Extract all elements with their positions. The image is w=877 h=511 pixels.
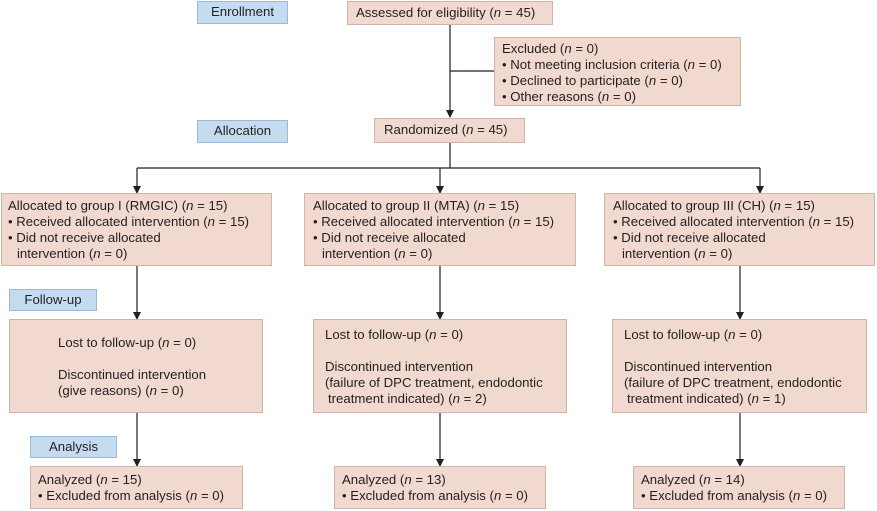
assessed-text: Assessed for eligibility (n = 45) [356,5,536,20]
excluded-item: • Declined to participate (n = 0) [502,73,683,88]
alloc-not-received: • Did not receive allocated [613,230,766,245]
stage-allocation: Allocation [197,120,288,143]
alloc-not-received: • Did not receive allocated [8,230,161,245]
alloc-received: • Received allocated intervention (n = 1… [613,214,855,229]
excluded-title: Excluded (n = 0) [502,41,599,56]
alloc-not-received-count: intervention (n = 0) [17,246,128,261]
group3-allocation-box: Allocated to group III (CH) (n = 15) • R… [604,193,875,266]
discontinued-detail: treatment indicated) (n = 1) [627,391,786,406]
analyzed-count: Analyzed (n = 13) [342,472,446,487]
stage-allocation-label: Allocation [213,123,272,138]
alloc-title: Allocated to group I (RMGIC) (n = 15) [8,198,228,213]
lost-to-followup: Lost to follow-up (n = 0) [325,327,464,342]
group3-followup-box: Lost to follow-up (n = 0) Discontinued i… [612,319,867,413]
stage-enrollment-label: Enrollment [210,4,275,19]
group2-followup-box: Lost to follow-up (n = 0) Discontinued i… [313,319,567,413]
excluded-from-analysis: • Excluded from analysis (n = 0) [38,488,225,503]
group1-analysis-box: Analyzed (n = 15) • Excluded from analys… [30,466,243,509]
randomized-text: Randomized (n = 45) [384,122,508,137]
excluded-from-analysis: • Excluded from analysis (n = 0) [342,488,529,503]
alloc-received: • Received allocated intervention (n = 1… [8,214,250,229]
stage-analysis-label: Analysis [48,439,99,454]
stage-enrollment: Enrollment [197,1,288,24]
alloc-not-received-count: intervention (n = 0) [622,246,733,261]
lost-to-followup: Lost to follow-up (n = 0) [58,335,197,350]
discontinued-detail: (give reasons) (n = 0) [58,383,184,398]
alloc-not-received: • Did not receive allocated [313,230,466,245]
lost-to-followup: Lost to follow-up (n = 0) [624,327,763,342]
discontinued-title: Discontinued intervention [58,367,207,382]
alloc-not-received-count: intervention (n = 0) [322,246,433,261]
excluded-box: Excluded (n = 0) • Not meeting inclusion… [494,37,741,106]
assessed-box: Assessed for eligibility (n = 45) [347,1,553,25]
stage-followup: Follow-up [9,289,97,311]
group1-allocation-box: Allocated to group I (RMGIC) (n = 15) • … [1,193,272,266]
group2-allocation-box: Allocated to group II (MTA) (n = 15) • R… [304,193,576,266]
excluded-item: • Other reasons (n = 0) [502,89,637,104]
discontinued-reason: (failure of DPC treatment, endodontic [325,375,543,390]
alloc-title: Allocated to group III (CH) (n = 15) [613,198,815,213]
discontinued-title: Discontinued intervention [325,359,474,374]
discontinued-detail: treatment indicated) (n = 2) [328,391,487,406]
analyzed-count: Analyzed (n = 15) [38,472,142,487]
group2-analysis-box: Analyzed (n = 13) • Excluded from analys… [334,466,546,509]
alloc-title: Allocated to group II (MTA) (n = 15) [313,198,520,213]
stage-analysis: Analysis [30,436,117,458]
group1-followup-box: Lost to follow-up (n = 0) Discontinued i… [9,319,263,413]
group3-analysis-box: Analyzed (n = 14) • Excluded from analys… [633,466,845,509]
alloc-received: • Received allocated intervention (n = 1… [313,214,555,229]
discontinued-reason: (failure of DPC treatment, endodontic [624,375,842,390]
analyzed-count: Analyzed (n = 14) [641,472,745,487]
stage-followup-label: Follow-up [24,292,82,307]
discontinued-title: Discontinued intervention [624,359,773,374]
excluded-from-analysis: • Excluded from analysis (n = 0) [641,488,828,503]
randomized-box: Randomized (n = 45) [374,118,525,143]
excluded-item: • Not meeting inclusion criteria (n = 0) [502,57,722,72]
